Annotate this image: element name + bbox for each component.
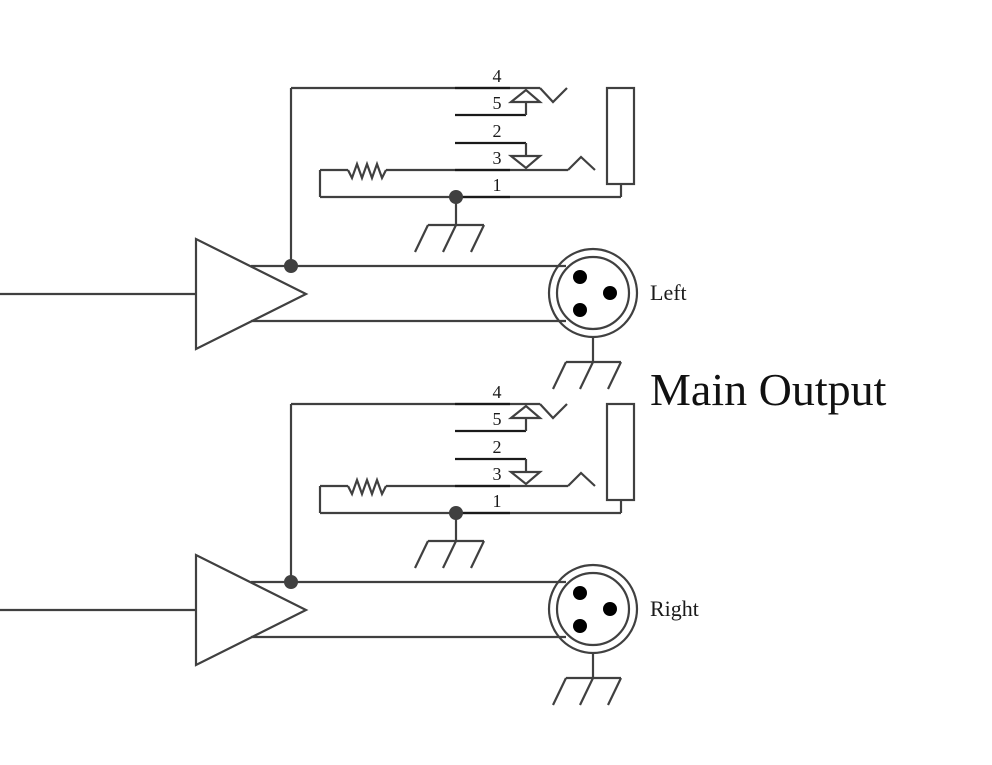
pin-label-2: 2 — [493, 121, 502, 141]
pin-label-4: 4 — [493, 382, 502, 402]
pin-label-3: 3 — [493, 148, 502, 168]
channel-label-right: Right — [650, 596, 699, 621]
pin-label-1: 1 — [493, 491, 502, 511]
channel-label-left: Left — [650, 280, 687, 305]
pin-label-5: 5 — [493, 409, 502, 429]
pin-label-1: 1 — [493, 175, 502, 195]
pin-label-4: 4 — [493, 66, 502, 86]
pin-label-3: 3 — [493, 464, 502, 484]
diagram-title: Main Output — [650, 364, 887, 415]
pin-label-5: 5 — [493, 93, 502, 113]
channel-right: 4 5 2 3 1 Right — [0, 382, 699, 707]
channel-left: 4 5 2 3 1 Left — [0, 66, 687, 391]
pin-label-2: 2 — [493, 437, 502, 457]
